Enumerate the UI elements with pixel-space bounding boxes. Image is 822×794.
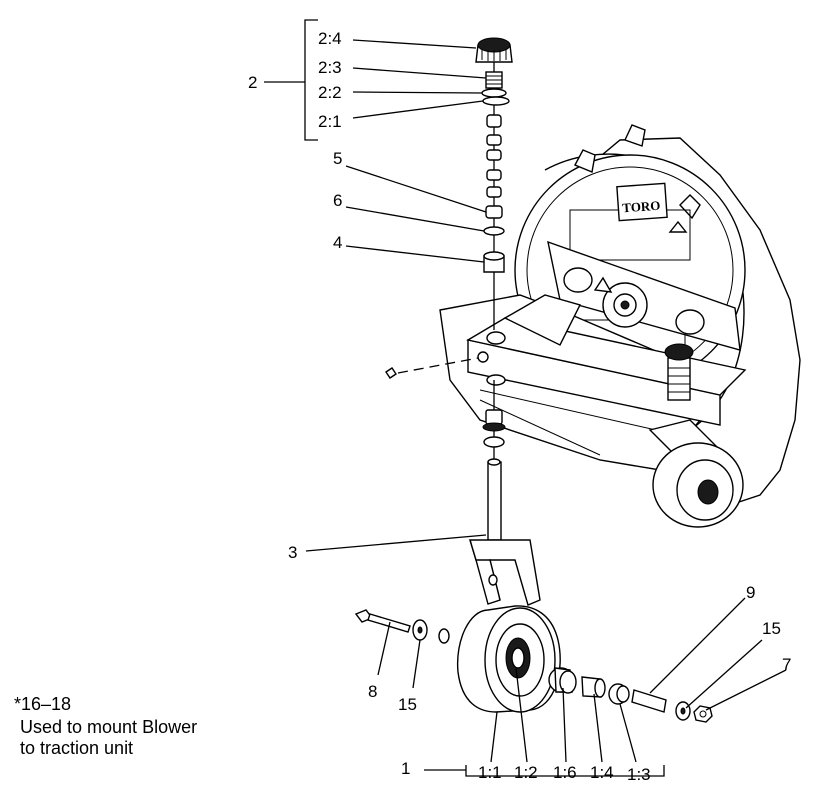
label-2-2: 2:2 [318,83,342,102]
label-6: 6 [333,191,342,210]
label-9: 9 [746,583,755,602]
label-1-6: 1:6 [553,763,577,782]
label-5: 5 [333,149,342,168]
label-15-left: 15 [398,695,417,714]
rear-caster-wheel [652,442,744,528]
label-1: 1 [401,759,410,778]
label-2-1: 2:1 [318,112,342,131]
label-2-4: 2:4 [318,29,342,48]
brand-logo: TORO [622,198,661,216]
knob-part [475,37,513,63]
washer-part [481,88,507,98]
spindle-hardware-stack [475,37,513,330]
label-3: 3 [288,543,297,562]
front-wheel-assembly [354,605,713,723]
label-1-1: 1:1 [478,763,502,782]
label-15-right: 15 [762,619,781,638]
label-1-4: 1:4 [590,763,614,782]
label-1-3: 1:3 [627,765,651,784]
spring-part [485,71,503,89]
leader-lines [264,39,787,771]
caster-fork-assembly [469,380,541,606]
mount-pin-callout [385,357,479,379]
label-2: 2 [248,73,257,92]
group-brackets [304,19,665,777]
label-1-2: 1:2 [514,763,538,782]
callout-labels: 2:4 2:3 2 2:2 2:1 5 6 4 3 9 15 7 8 15 1 … [248,29,791,784]
footnote-ref: *16–18 [14,694,71,714]
footnote-line-1: Used to mount Blower [20,717,197,737]
snap-ring-part [482,96,510,106]
footnote-line-2: to traction unit [20,738,133,758]
label-4: 4 [333,233,342,252]
label-8: 8 [368,682,377,701]
footnote: *16–18 Used to mount Blower to traction … [14,694,197,758]
label-7: 7 [782,655,791,674]
label-2-3: 2:3 [318,58,342,77]
